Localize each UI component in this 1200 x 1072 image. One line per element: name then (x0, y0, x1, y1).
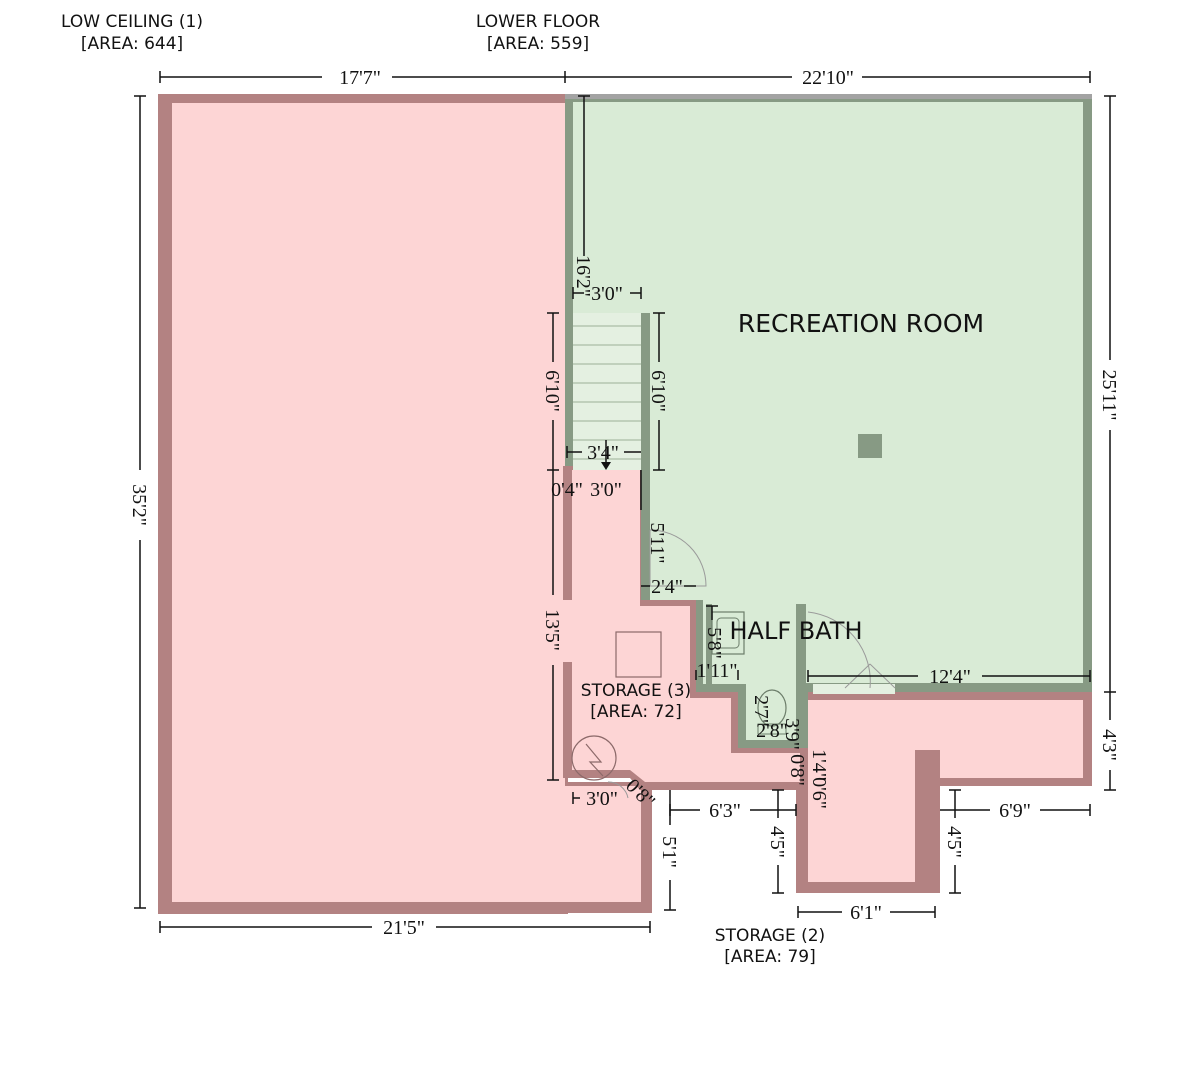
dim-s2-bottom: 6'1" (850, 902, 882, 924)
half-bath (703, 604, 806, 740)
dim-bottom-left: 21'5" (383, 917, 425, 939)
dim-stair-top-width: 3'0" (591, 283, 623, 305)
dim-stair-right-run: 6'10" (647, 370, 669, 412)
dim-mid-drop: 5'1" (658, 836, 680, 868)
staircase (573, 313, 650, 470)
dim-s2-right: 4'5" (943, 826, 965, 858)
dim-storage3-height: 13'5" (541, 609, 563, 651)
recreation-room-label: RECREATION ROOM (738, 309, 984, 338)
dim-right-lower: 4'3" (1098, 729, 1120, 761)
storage3-name: STORAGE (3) (581, 681, 691, 701)
storage2-room (796, 684, 1092, 893)
dim-bath-fixture: 2'8" (756, 720, 788, 742)
low-ceiling-name: LOW CEILING (1) (61, 12, 203, 32)
recreation-room (565, 94, 1092, 748)
dim-left-side: 35'2" (128, 484, 150, 526)
storage3-area: [AREA: 72] (590, 702, 682, 722)
dim-wall-a: 0'8" (786, 754, 808, 786)
dim-right-upper: 25'11" (1098, 369, 1120, 420)
dim-stair-bottom-width: 3'4" (587, 442, 619, 464)
dim-wall-c: 0'6" (808, 777, 830, 809)
dim-landing-width: 3'0" (590, 479, 622, 501)
dim-stair-left-run: 6'10" (541, 370, 563, 412)
lower-floor-name: LOWER FLOOR (476, 12, 600, 32)
dim-top-right: 22'10" (802, 67, 854, 89)
dim-door-width: 2'4" (651, 576, 683, 598)
storage2-area: [AREA: 79] (724, 947, 816, 967)
dim-door-wall: 5'11" (646, 522, 668, 563)
dim-wall-b: 1'4" (808, 749, 830, 781)
low-ceiling-room (158, 94, 652, 914)
dim-s2-left: 4'5" (766, 826, 788, 858)
storage2-name: STORAGE (2) (715, 926, 825, 946)
dim-top-left: 17'7" (339, 67, 381, 89)
half-bath-label: HALF BATH (730, 617, 863, 645)
dim-s2-top-right: 6'9" (999, 800, 1031, 822)
dim-mid-bottom: 6'3" (709, 800, 741, 822)
storage3-room (560, 466, 808, 790)
lower-floor-area: [AREA: 559] (487, 34, 589, 54)
area-labels: LOW CEILING (1) [AREA: 644] LOWER FLOOR … (61, 12, 984, 967)
dim-rec-bottom: 12'4" (929, 666, 971, 688)
dim-bath-right: 3'9" (781, 718, 803, 750)
low-ceiling-area: [AREA: 644] (81, 34, 183, 54)
dim-landing-offset: 0'4" (551, 479, 583, 501)
dim-storage3-bottom: 3'0" (586, 788, 618, 810)
dim-bath-step: 1'11" (696, 660, 737, 682)
dim-bath-small: 5'8" (703, 627, 725, 659)
dim-bath-toilet: 2'7" (750, 695, 772, 727)
dim-stair-length: 16'2" (572, 255, 594, 297)
dimension-lines (134, 71, 1116, 933)
